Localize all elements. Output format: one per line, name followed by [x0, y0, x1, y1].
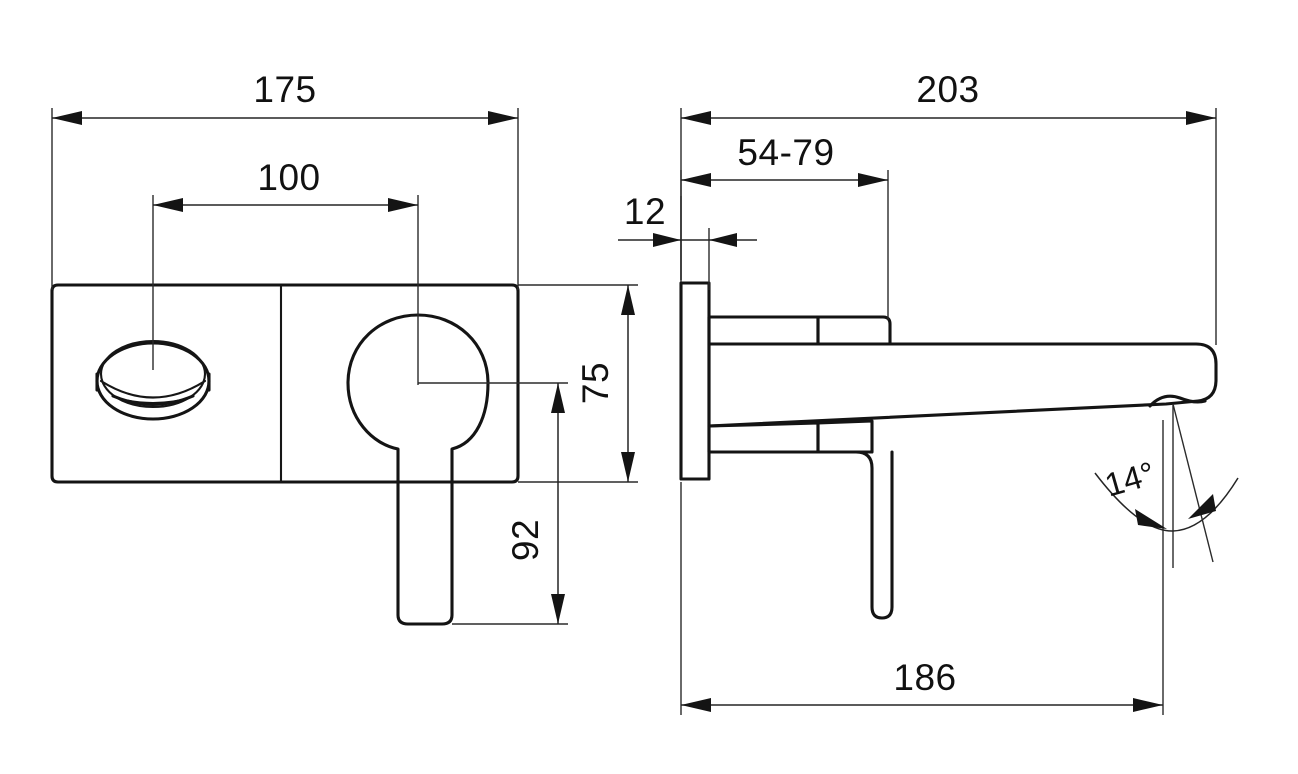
side-lever-arm — [854, 450, 894, 620]
side-spout-outlet-lip — [1148, 394, 1207, 408]
front-view: 175 100 75 — [50, 69, 638, 626]
side-handle-block — [816, 315, 892, 346]
arrow-angle-left — [1135, 509, 1167, 529]
dimension-label-175: 175 — [253, 69, 316, 110]
dimension-label-186: 186 — [893, 657, 956, 698]
side-lower-collar-right — [816, 419, 874, 454]
dimension-175: 175 — [51, 69, 519, 290]
button-notch-outline — [111, 394, 195, 407]
dimension-12: 12 — [618, 191, 757, 290]
arrow-175-right — [488, 111, 518, 125]
dimension-75: 75 — [518, 284, 638, 483]
dimension-186: 186 — [680, 420, 1164, 715]
dimension-100: 100 — [152, 157, 419, 385]
angle-arc — [1094, 472, 1239, 532]
arrow-203-right — [1186, 111, 1216, 125]
arrow-100-left — [153, 198, 183, 212]
arrow-203-left — [681, 111, 711, 125]
arrow-186-right — [1133, 698, 1163, 712]
dimension-54-79: 54-79 — [680, 132, 889, 320]
arrow-92-bottom — [551, 594, 565, 624]
arrow-100-right — [388, 198, 418, 212]
arrow-175-left — [52, 111, 82, 125]
dimension-label-203: 203 — [916, 69, 979, 110]
side-wall-plate — [679, 281, 711, 481]
arrow-186-left — [681, 698, 711, 712]
dimension-14-degrees: 14° — [1094, 403, 1239, 568]
dimension-92: 92 — [418, 382, 568, 625]
dimension-203: 203 — [680, 69, 1217, 345]
arrow-92-top — [551, 383, 565, 413]
arrow-angle-right — [1188, 494, 1216, 519]
side-upper-body — [707, 315, 820, 346]
arrow-75-top — [621, 285, 635, 315]
dimension-label-92: 92 — [505, 519, 546, 561]
arrow-12-right — [709, 233, 737, 247]
dimension-label-100: 100 — [257, 157, 320, 198]
dimension-label-54-79: 54-79 — [737, 132, 834, 173]
side-spout-body — [707, 342, 1218, 428]
arrow-5479-left — [681, 173, 711, 187]
ext-angle-inclined — [1172, 403, 1214, 563]
dimension-label-14-degrees: 14° — [1101, 454, 1159, 503]
arrow-75-bottom — [621, 452, 635, 482]
arrow-12-left — [653, 233, 681, 247]
side-lower-collar — [707, 421, 820, 454]
side-view: 203 54-79 12 — [618, 69, 1239, 715]
dimension-label-12: 12 — [624, 191, 666, 232]
dimension-label-75: 75 — [575, 362, 616, 404]
arrow-5479-right — [858, 173, 888, 187]
button-shadow-arc — [99, 379, 207, 399]
